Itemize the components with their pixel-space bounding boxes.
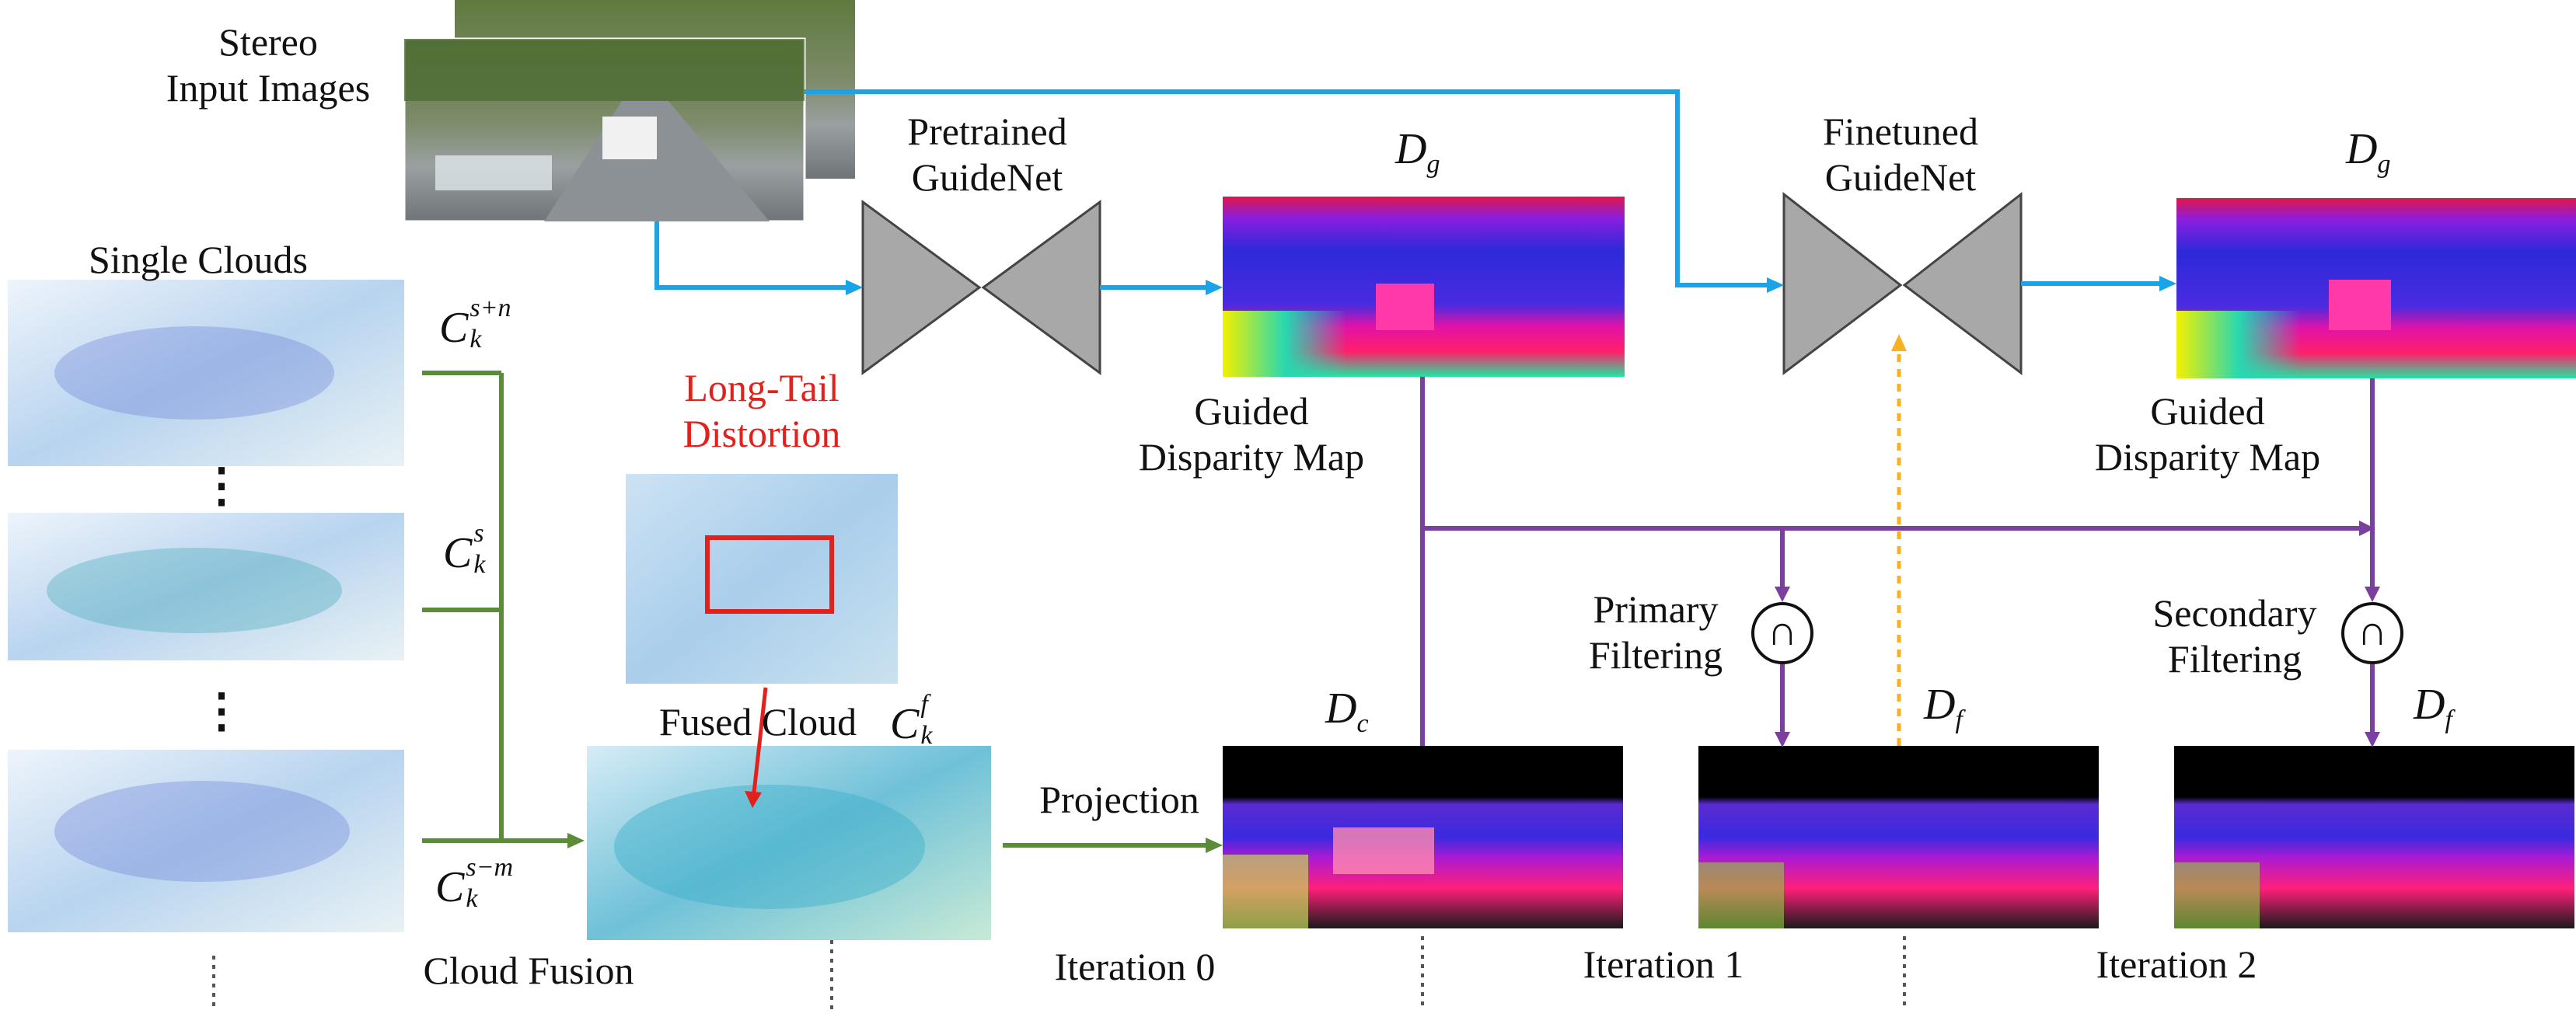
stereo-input-images — [403, 0, 855, 223]
pretrained-guidenet-shape — [861, 200, 1101, 375]
projected-disparity-map — [1223, 746, 1623, 928]
filtering-arrows — [1420, 377, 2380, 747]
ellipsis-1: ⋮ — [198, 460, 245, 511]
secondary-filtered-map — [2174, 746, 2574, 928]
single-clouds-label: Single Clouds — [89, 238, 308, 281]
intersection-symbol-1: ∩ — [1767, 608, 1798, 654]
cloud-fusion-arrows — [422, 371, 1223, 853]
guided-disparity-map-2 — [2176, 198, 2576, 378]
single-clouds — [8, 280, 404, 932]
intersection-symbol-2: ∩ — [2357, 608, 2388, 654]
ellipsis-2: ⋮ — [198, 685, 245, 737]
iteration-1-label: Iteration 1 — [1583, 942, 1744, 986]
guided-disparity-map-1 — [1223, 197, 1625, 377]
projection-label: Projection — [1039, 778, 1199, 821]
df-symbol-2: Df — [2414, 681, 2452, 735]
distortion-arrow — [745, 687, 768, 808]
primary-filter-operator — [1751, 602, 1813, 664]
distortion-cloud-image — [626, 474, 898, 684]
finetuned-guidenet-shape — [1782, 191, 2023, 376]
dg-symbol-2: Dg — [2346, 125, 2391, 179]
iteration-separators — [212, 936, 1906, 1010]
primary-filtered-map — [1698, 746, 2099, 928]
iteration-2-label: Iteration 2 — [2096, 942, 2257, 986]
feedback-arrow — [1891, 334, 1907, 746]
df-symbol-1: Df — [1924, 681, 1963, 735]
dc-symbol: Dc — [1325, 684, 1369, 739]
fused-cloud-label: Fused Cloud — [658, 700, 857, 744]
dg-symbol-1: Dg — [1395, 125, 1440, 179]
cloud-fusion-label: Cloud Fusion — [423, 949, 634, 992]
fused-cloud-image — [587, 746, 991, 940]
iteration-0-label: Iteration 0 — [1054, 945, 1216, 988]
image-flow-arrows — [654, 89, 2176, 295]
secondary-filter-operator — [2341, 602, 2403, 664]
